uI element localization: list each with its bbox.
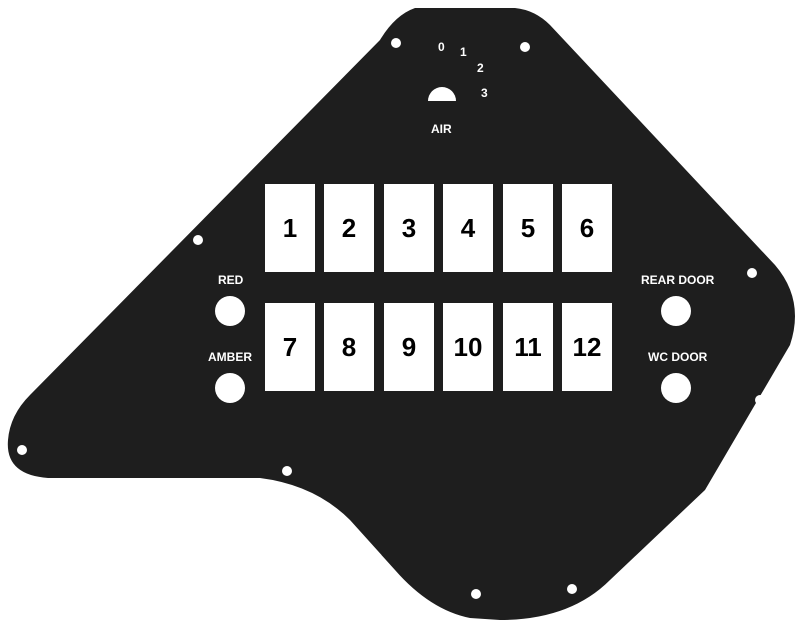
air-position-3: 3 bbox=[481, 86, 488, 100]
air-position-2: 2 bbox=[477, 61, 484, 75]
rear-door-indicator-cutout[interactable] bbox=[661, 296, 691, 326]
switch-7-label: 7 bbox=[282, 331, 298, 362]
switch-2-label: 2 bbox=[341, 212, 357, 243]
wc-door-label: WC DOOR bbox=[648, 350, 708, 364]
switch-4-label: 4 bbox=[460, 212, 476, 243]
switch-3-label: 3 bbox=[401, 212, 417, 243]
air-knob-cutout[interactable] bbox=[428, 87, 456, 101]
switch-12[interactable]: 12 bbox=[562, 303, 612, 391]
air-label: AIR bbox=[431, 122, 452, 136]
switch-4[interactable]: 4 bbox=[443, 184, 493, 272]
amber-indicator-cutout[interactable] bbox=[215, 373, 245, 403]
mounting-hole bbox=[282, 466, 292, 476]
switch-10[interactable]: 10 bbox=[443, 303, 493, 391]
switch-11[interactable]: 11 bbox=[503, 303, 553, 391]
switch-7[interactable]: 7 bbox=[265, 303, 315, 391]
switch-11-label: 11 bbox=[514, 331, 542, 362]
switch-10-label: 10 bbox=[453, 331, 483, 362]
switch-5-label: 5 bbox=[520, 212, 536, 243]
red-indicator-cutout[interactable] bbox=[215, 296, 245, 326]
switch-3[interactable]: 3 bbox=[384, 184, 434, 272]
mounting-hole bbox=[193, 235, 203, 245]
mounting-hole bbox=[17, 445, 27, 455]
air-position-1: 1 bbox=[460, 45, 467, 59]
rear-door-label: REAR DOOR bbox=[641, 273, 715, 287]
switch-1[interactable]: 1 bbox=[265, 184, 315, 272]
mounting-hole bbox=[747, 268, 757, 278]
switch-12-label: 12 bbox=[572, 331, 602, 362]
amber-label: AMBER bbox=[208, 350, 252, 364]
mounting-hole bbox=[520, 42, 530, 52]
switch-2[interactable]: 2 bbox=[324, 184, 374, 272]
mounting-hole bbox=[755, 395, 765, 405]
red-label: RED bbox=[218, 273, 244, 287]
switch-6-label: 6 bbox=[579, 212, 595, 243]
mounting-hole bbox=[391, 38, 401, 48]
mounting-hole bbox=[567, 584, 577, 594]
switch-5[interactable]: 5 bbox=[503, 184, 553, 272]
switch-9-label: 9 bbox=[401, 331, 417, 362]
mounting-hole bbox=[471, 589, 481, 599]
switch-6[interactable]: 6 bbox=[562, 184, 612, 272]
air-position-0: 0 bbox=[438, 40, 445, 54]
switch-9[interactable]: 9 bbox=[384, 303, 434, 391]
wc-door-indicator-cutout[interactable] bbox=[661, 373, 691, 403]
switch-8[interactable]: 8 bbox=[324, 303, 374, 391]
switch-8-label: 8 bbox=[341, 331, 357, 362]
switch-1-label: 1 bbox=[282, 212, 298, 243]
